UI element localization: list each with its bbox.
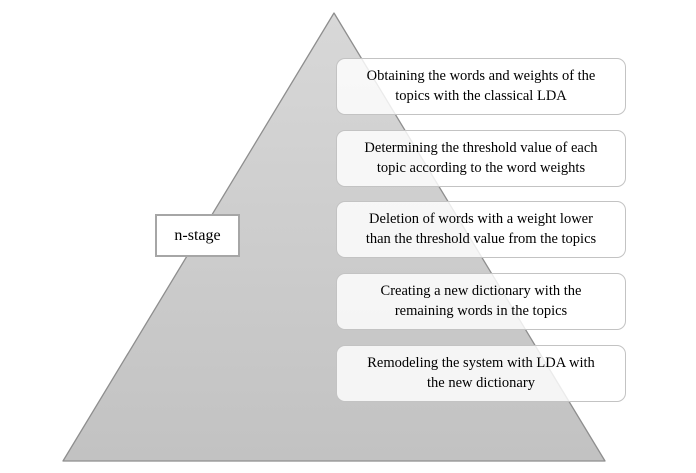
stage-3-line-1: Deletion of words with a weight lower	[369, 211, 593, 227]
stage-1-line-2: topics with the classical LDA	[395, 87, 567, 104]
stage-4-line-1: Creating a new dictionary with the	[380, 283, 582, 299]
stage-2-line-1: Determining the threshold value of each	[364, 140, 598, 156]
stage-box-5: Remodeling the system with LDA with the …	[336, 345, 626, 402]
stage-5-line-1: Remodeling the system with LDA with	[367, 355, 595, 371]
n-stage-label: n-stage	[174, 226, 221, 244]
stage-4-line-2: remaining words in the topics	[394, 302, 568, 319]
stage-2-line-2: topic according to the word weights	[376, 159, 586, 176]
stage-box-1: Obtaining the words and weights of the t…	[336, 58, 626, 115]
stage-box-2: Determining the threshold value of each …	[336, 130, 626, 187]
stage-5-line-2: the new dictionary	[427, 374, 535, 391]
stage-1-line-1: Obtaining the words and weights of the	[366, 68, 596, 84]
n-stage-label-box: n-stage	[155, 214, 240, 257]
stage-box-4: Creating a new dictionary with the remai…	[336, 273, 626, 330]
stage-box-3: Deletion of words with a weight lower th…	[336, 201, 626, 258]
stage-3-line-2: than the threshold value from the topics	[365, 230, 597, 247]
